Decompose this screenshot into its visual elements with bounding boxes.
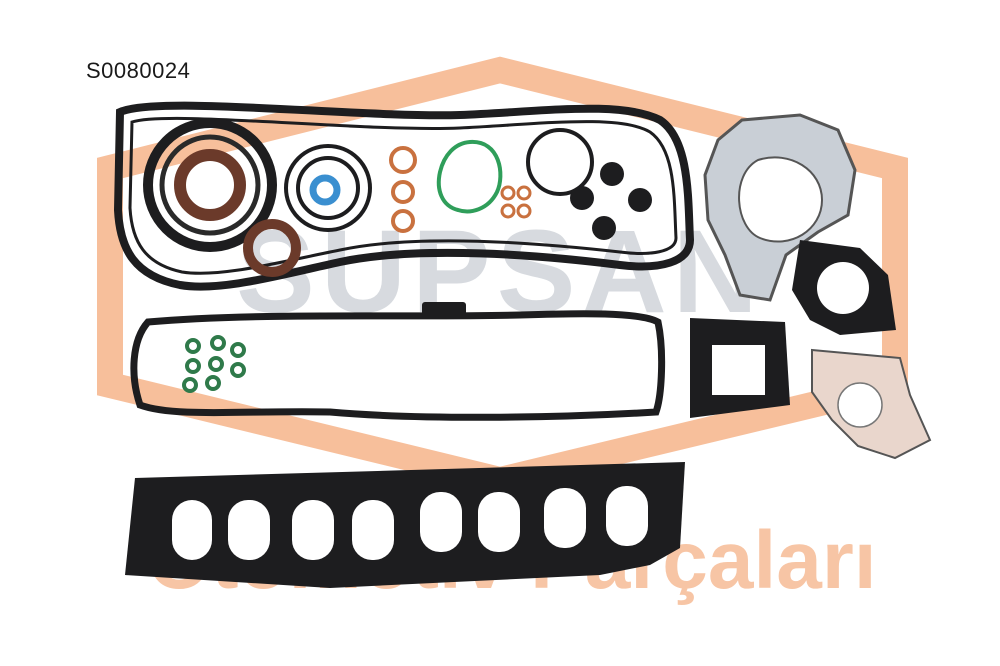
water-pump-gasket <box>703 113 857 302</box>
valve-cover-gasket-lower <box>130 302 666 421</box>
shaft-seal-small <box>243 219 301 277</box>
fiber-gasket <box>811 348 932 460</box>
manifold-gasket <box>125 462 685 588</box>
black-o-ring-large <box>526 128 594 196</box>
egr-gasket-black <box>690 318 790 418</box>
thermostat-gasket-black <box>792 240 896 335</box>
valve-cover-gasket-upper <box>113 101 695 291</box>
o-ring-set-black <box>284 144 372 232</box>
valve-stem-seal-set <box>182 335 246 393</box>
copper-washer-set <box>389 146 532 233</box>
part-code-label: S0080024 <box>86 58 191 83</box>
injector-seal-set <box>570 162 652 240</box>
green-o-ring <box>436 139 503 214</box>
crank-seal-large <box>143 118 277 252</box>
